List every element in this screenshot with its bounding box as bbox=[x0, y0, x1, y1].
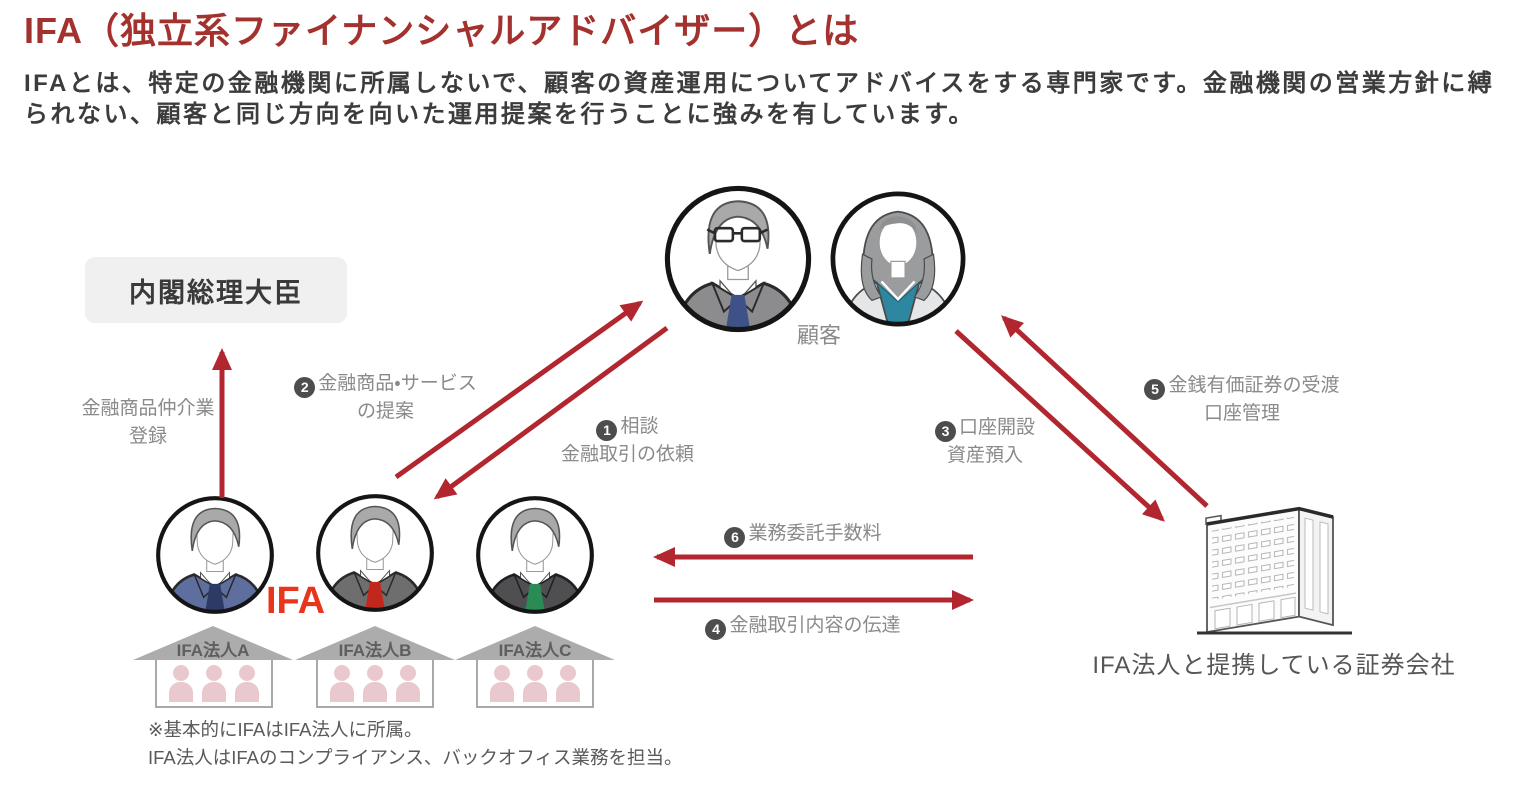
ifa-advisor-a-avatar-icon bbox=[156, 496, 274, 614]
member-silhouette-icon bbox=[490, 665, 514, 706]
customer-man-avatar-icon bbox=[664, 185, 812, 333]
flow-number-badge: 6 bbox=[724, 526, 746, 548]
customer-label: 顧客 bbox=[797, 323, 842, 348]
house-roof-c bbox=[455, 626, 615, 660]
house-body-a bbox=[155, 660, 273, 708]
flow-number-badge: 3 bbox=[934, 420, 956, 442]
member-silhouette-icon bbox=[556, 665, 580, 706]
house-label-a: IFA法人A bbox=[176, 641, 250, 660]
regulator-box: 内閣総理大臣 bbox=[85, 257, 347, 323]
page-title: IFA（独立系ファイナンシャルアドバイザー）とは bbox=[24, 10, 860, 51]
member-silhouette-icon bbox=[363, 665, 387, 706]
member-silhouette-icon bbox=[396, 665, 420, 706]
house-label-b: IFA法人B bbox=[338, 641, 412, 660]
flow-number-badge: 4 bbox=[705, 618, 727, 640]
flow-number-badge: 2 bbox=[294, 376, 316, 398]
house-body-c bbox=[476, 660, 594, 708]
house-roof-b bbox=[295, 626, 455, 660]
securities-building-icon bbox=[1197, 506, 1352, 635]
house-body-b bbox=[316, 660, 434, 708]
customer-woman-avatar-icon bbox=[830, 191, 966, 327]
member-silhouette-icon bbox=[330, 665, 354, 706]
securities-company-label: IFA法人と提携している証券会社 bbox=[1092, 652, 1456, 679]
flow-number-badge: 1 bbox=[596, 419, 618, 441]
footnote: ※基本的にIFAはIFA法人に所属。 IFA法人はIFAのコンプライアンス、バッ… bbox=[148, 719, 683, 768]
ifa-advisor-c-avatar-icon bbox=[476, 496, 594, 614]
member-silhouette-icon bbox=[523, 665, 547, 706]
page-description: IFAとは、特定の金融機関に所属しないで、顧客の資産運用についてアドバイスをする… bbox=[24, 70, 1495, 128]
member-silhouette-icon bbox=[202, 665, 226, 706]
ifa-accent-label: IFA bbox=[266, 580, 326, 622]
label-registration: 金融商品仲介業 登録 bbox=[81, 398, 215, 447]
ifa-advisor-b-avatar-icon bbox=[316, 494, 434, 612]
glasses-icon bbox=[706, 226, 769, 243]
member-silhouette-icon bbox=[169, 665, 193, 706]
member-silhouette-icon bbox=[235, 665, 259, 706]
house-label-c: IFA法人C bbox=[498, 641, 572, 660]
house-roof-a bbox=[133, 626, 293, 660]
flow-number-badge: 5 bbox=[1144, 378, 1166, 400]
